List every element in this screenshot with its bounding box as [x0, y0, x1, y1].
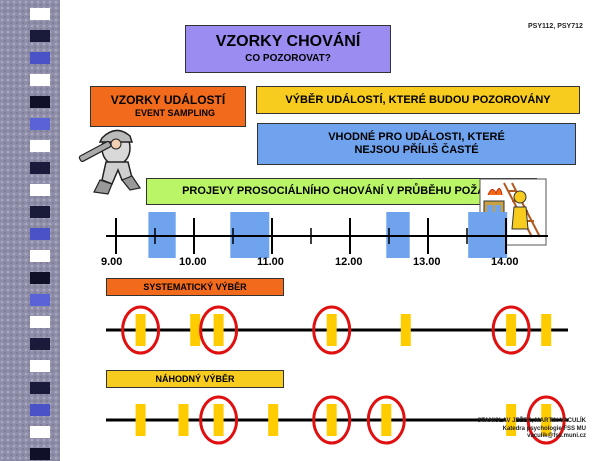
strip-band [30, 382, 50, 394]
selection-box: VÝBĚR UDÁLOSTÍ, KTERÉ BUDOU POZOROVÁNY [256, 86, 580, 114]
selection-text: VÝBĚR UDÁLOSTÍ, KTERÉ BUDOU POZOROVÁNY [285, 93, 551, 106]
random-event-mark [326, 404, 337, 436]
strip-band [30, 294, 50, 306]
event-sampling-cz: VZORKY UDÁLOSTÍ [110, 93, 226, 108]
timeline-tick-label: 13.00 [413, 256, 441, 268]
random-selected-circle [366, 395, 406, 445]
systematic-label: SYSTEMATICKÝ VÝBĚR [143, 281, 247, 292]
strip-band [30, 30, 50, 42]
strip-band [30, 162, 50, 174]
systematic-event-mark [541, 314, 552, 346]
event-sampling-en: EVENT SAMPLING [134, 108, 215, 119]
firefighter-icon [78, 129, 141, 195]
event-block-blue [230, 212, 270, 258]
event-block-blue [148, 212, 176, 258]
random-selected-circle [312, 395, 352, 445]
strip-band [30, 206, 50, 218]
title-box: VZORKY CHOVÁNÍ CO POZOROVAT? [185, 25, 391, 73]
prosocial-text: PROJEVY PROSOCIÁLNÍHO CHOVÁNÍ V PRŮBĚHU … [182, 185, 501, 198]
footer-department: Katedra psychologie FSS MU [502, 425, 586, 432]
systematic-selected-circle [491, 305, 531, 355]
suitable-box: VHODNÉ PRO UDÁLOSTI, KTERÉ NEJSOU PŘÍLIŠ… [257, 123, 576, 165]
strip-band [30, 316, 50, 328]
author-footer: STANISLAV JEŽEK, MARTIN VACULÍK Katedra … [477, 418, 586, 441]
strip-band [30, 52, 50, 64]
strip-band [30, 272, 50, 284]
footer-authors: STANISLAV JEŽEK, MARTIN VACULÍK [477, 418, 586, 424]
strip-band [30, 96, 50, 108]
strip-band [30, 426, 50, 438]
suitable-line2: NEJSOU PŘÍLIŠ ČASTÉ [354, 144, 479, 156]
random-selected-circle [199, 395, 239, 445]
page-title: VZORKY CHOVÁNÍ [215, 33, 361, 51]
random-event-mark [213, 404, 224, 436]
strip-band [30, 404, 50, 416]
strip-band [30, 118, 50, 130]
decorative-strip [0, 0, 60, 461]
systematic-label-box: SYSTEMATICKÝ VÝBĚR [106, 278, 284, 296]
systematic-selected-circle [199, 305, 239, 355]
event-block-blue [386, 212, 410, 258]
timeline-tick-label: 9.00 [101, 256, 123, 268]
random-event-mark [381, 404, 392, 436]
systematic-event-mark [213, 314, 224, 346]
random-event-mark [268, 404, 279, 436]
timeline-tick-label: 10.00 [179, 256, 207, 268]
random-event-mark [178, 404, 189, 436]
random-event-mark [135, 404, 146, 436]
page-subtitle: CO POZOROVAT? [245, 53, 331, 65]
strip-band [30, 184, 50, 196]
course-code: PSY112, PSY712 [528, 23, 583, 30]
strip-band [30, 74, 50, 86]
systematic-event-mark [135, 314, 146, 346]
timeline-tick-label: 12.00 [335, 256, 363, 268]
random-label: NÁHODNÝ VÝBĚR [155, 373, 235, 384]
systematic-event-mark [326, 314, 337, 346]
strip-band [30, 8, 50, 20]
suitable-line1: VHODNÉ PRO UDÁLOSTI, KTERÉ [328, 131, 505, 144]
systematic-selected-circle [312, 305, 352, 355]
rescue-scene-icon [479, 178, 547, 246]
strip-band [30, 448, 50, 460]
strip-band [30, 250, 50, 262]
event-sampling-box: VZORKY UDÁLOSTÍ EVENT SAMPLING [90, 86, 246, 127]
random-label-box: NÁHODNÝ VÝBĚR [106, 370, 284, 388]
systematic-event-mark [190, 314, 201, 346]
strip-band [30, 140, 50, 152]
prosocial-box: PROJEVY PROSOCIÁLNÍHO CHOVÁNÍ V PRŮBĚHU … [146, 178, 537, 205]
strip-band [30, 228, 50, 240]
systematic-selected-circle [121, 305, 161, 355]
timeline-tick-label: 14.00 [491, 256, 519, 268]
footer-email: vaculik@fss.muni.cz [527, 433, 586, 439]
strip-band [30, 360, 50, 372]
systematic-event-mark [400, 314, 411, 346]
strip-band [30, 338, 50, 350]
timeline-tick-label: 11.00 [257, 256, 284, 268]
systematic-event-mark [506, 314, 517, 346]
